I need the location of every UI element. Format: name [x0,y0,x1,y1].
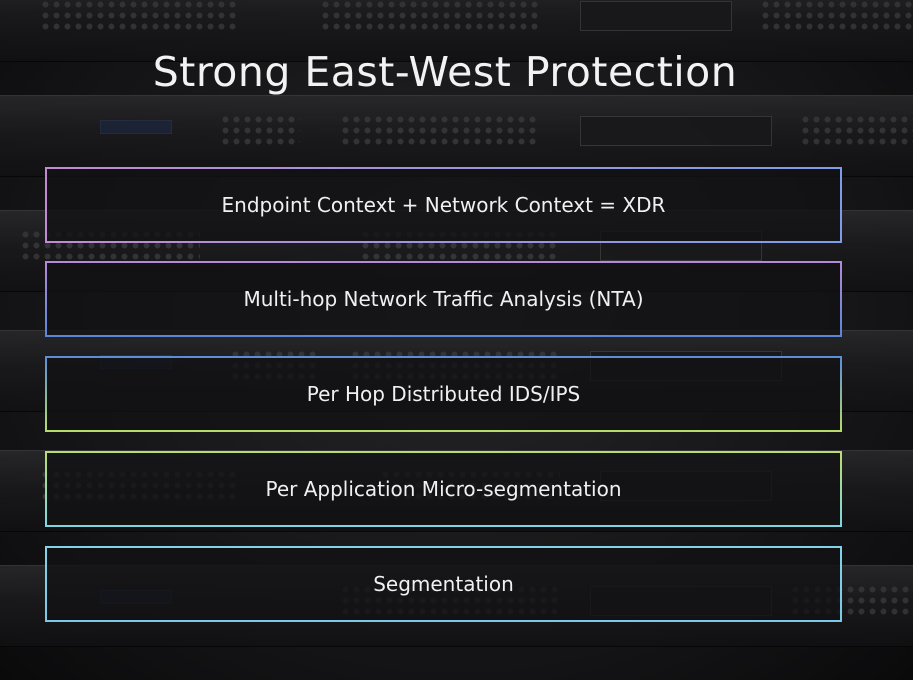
slide-title: Strong East-West Protection [152,48,738,96]
layer-xdr: Endpoint Context + Network Context = XDR [45,167,842,243]
layer-label: Multi-hop Network Traffic Analysis (NTA) [243,287,644,311]
server-rack-backdrop [0,95,913,177]
layer-label: Per Hop Distributed IDS/IPS [306,382,581,406]
server-rack-backdrop [0,0,913,62]
layer-segmentation: Segmentation [45,546,842,622]
layer-label: Segmentation [373,572,514,596]
layer-label: Endpoint Context + Network Context = XDR [221,193,666,217]
layer-nta: Multi-hop Network Traffic Analysis (NTA) [45,261,842,337]
layer-ids-ips: Per Hop Distributed IDS/IPS [45,356,842,432]
layer-label: Per Application Micro-segmentation [265,477,622,501]
layer-micro-segmentation: Per Application Micro-segmentation [45,451,842,527]
